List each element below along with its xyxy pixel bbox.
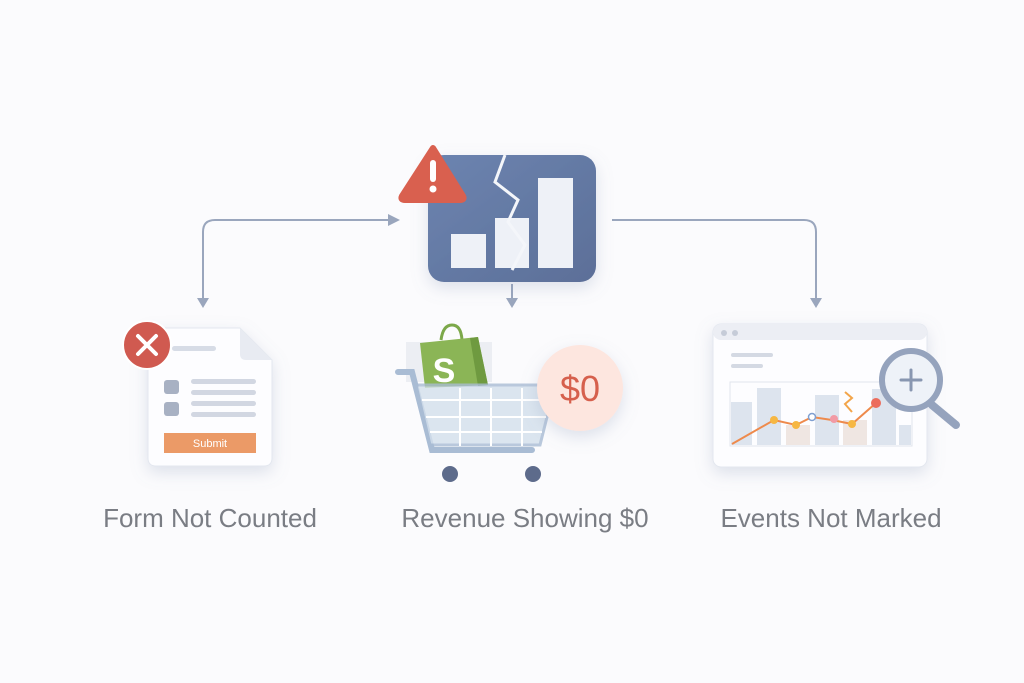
error-x-icon — [122, 320, 172, 370]
label-events-not-marked: Events Not Marked — [720, 503, 942, 533]
magnifier-icon — [879, 348, 960, 429]
shopify-bag-icon: S — [420, 323, 488, 390]
submit-button — [164, 433, 256, 453]
lightning-icon — [843, 391, 854, 413]
connector-left — [202, 219, 390, 298]
warning-triangle-icon — [398, 145, 467, 203]
zero-revenue-badge: $0 — [537, 345, 623, 431]
arrow-down-icon — [810, 298, 822, 308]
connectors — [202, 219, 817, 300]
arrow-down-icon — [197, 298, 209, 308]
arrowheads — [197, 214, 822, 308]
browser-chart-magnifier-icon — [712, 323, 960, 468]
arrow-right-icon — [388, 214, 400, 226]
broken-bar-chart-icon — [428, 154, 596, 282]
label-form-not-counted: Form Not Counted — [103, 503, 317, 533]
label-revenue-showing-zero: Revenue Showing $0 — [401, 503, 649, 533]
submit-button-label: Submit — [193, 438, 227, 450]
svg-text:S: S — [433, 352, 456, 390]
connector-right — [612, 219, 817, 300]
arrow-down-icon — [506, 298, 518, 308]
shopping-cart-icon: S — [395, 323, 557, 482]
form-error-icon: Submit — [122, 320, 273, 467]
svg-text:$0: $0 — [560, 368, 600, 409]
